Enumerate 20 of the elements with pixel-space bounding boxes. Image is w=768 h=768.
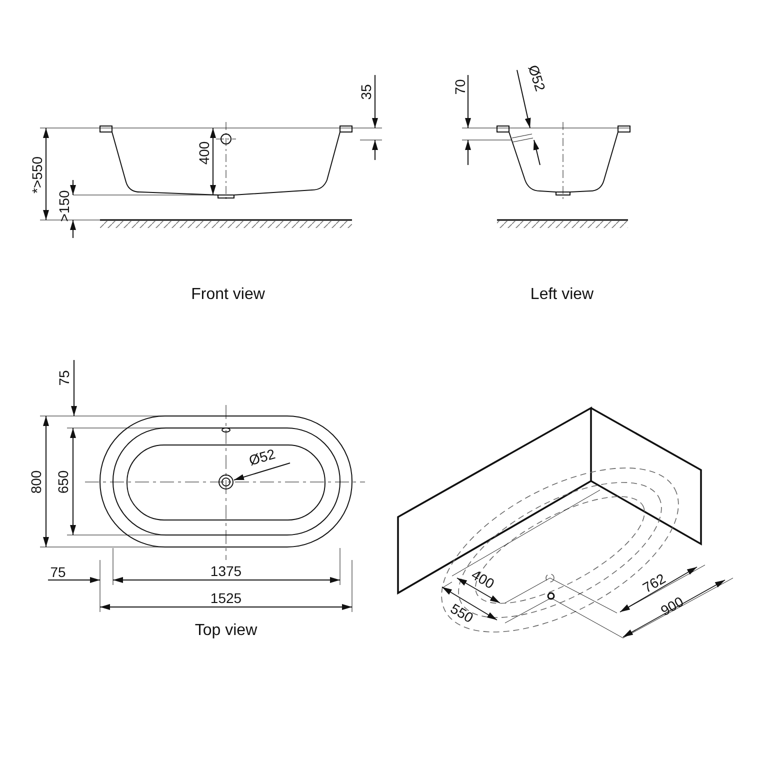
dimension-label: 900 <box>658 594 686 618</box>
view-title: Top view <box>194 623 258 639</box>
dimension-label: 400 <box>469 567 497 591</box>
dimension-label: 800 <box>29 470 43 494</box>
dimension-label: 75 <box>50 565 66 579</box>
dimension-label: 1525 <box>210 591 242 605</box>
dimension-label: >150 <box>57 190 71 222</box>
dimension-label: 70 <box>453 79 467 95</box>
dimension-label: *>550 <box>30 156 44 194</box>
dimension-label: Ø52 <box>247 446 277 468</box>
dimension-label: 1375 <box>210 564 242 578</box>
view-title: Left view <box>530 287 594 303</box>
dimension-label: 35 <box>359 84 373 100</box>
view-title: Front view <box>191 287 265 303</box>
dimension-label: 650 <box>56 470 70 494</box>
dimension-label: 762 <box>640 571 668 595</box>
dimension-label: 75 <box>57 370 71 386</box>
dimension-label: 400 <box>197 141 211 165</box>
dimension-label: Ø52 <box>526 63 548 93</box>
dimension-label: 550 <box>448 601 476 625</box>
